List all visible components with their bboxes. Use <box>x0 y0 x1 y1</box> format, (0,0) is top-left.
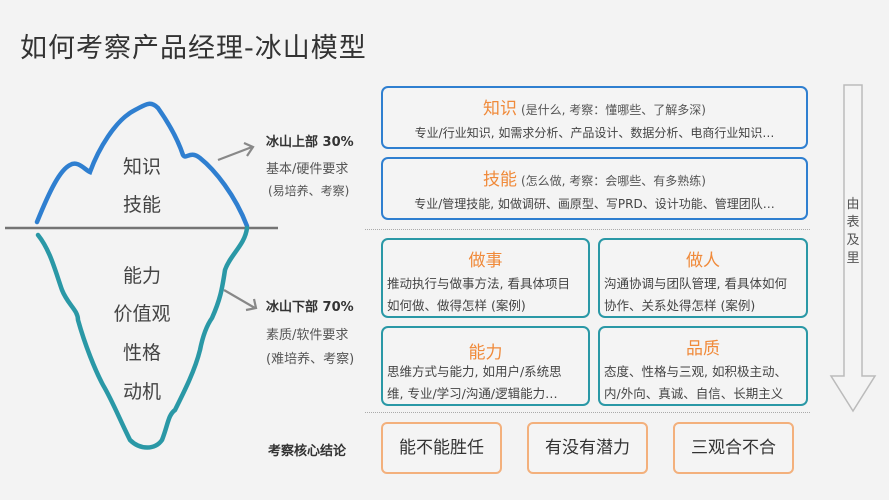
iceberg-item-motivation: 动机 <box>122 381 161 403</box>
ability-heading: 能力 <box>468 343 503 363</box>
knowledge-box: 知识 (是什么, 考察：懂哪些、了解多深) 专业/行业知识, 如需求分析、产品设计… <box>381 86 808 149</box>
doing-things-line1: 推动执行与做事方法, 看具体项目 <box>387 276 570 291</box>
top-label-line2: (易培养、考察) <box>268 184 350 198</box>
iceberg-below-outline <box>35 225 250 450</box>
skill-desc: 专业/管理技能, 如做调研、画原型、写PRD、设计功能、管理团队… <box>414 197 775 211</box>
top-label-heading: 冰山上部 30% <box>266 135 354 150</box>
quality-heading: 品质 <box>686 339 720 359</box>
iceberg-item-ability: 能力 <box>122 265 161 287</box>
quality-line1: 态度、性格与三观, 如积极主动、 <box>604 364 787 379</box>
knowledge-subtitle: (是什么, 考察：懂哪些、了解多深) <box>521 103 706 117</box>
quality-box: 品质 态度、性格与三观, 如积极主动、 内/外向、真诚、自信、长期主义 <box>598 326 808 406</box>
knowledge-heading: 知识 <box>483 99 517 119</box>
conclusion-values: 三观合不合 <box>673 422 794 474</box>
divider-lower <box>365 412 810 413</box>
down-arrow-icon <box>829 84 877 413</box>
iceberg-item-skill: 技能 <box>122 194 161 216</box>
being-person-line1: 沟通协调与团队管理, 看具体如何 <box>604 276 787 291</box>
being-person-line2: 协作、关系处得怎样 (案例) <box>604 298 756 313</box>
being-person-box: 做人 沟通协调与团队管理, 看具体如何 协作、关系处得怎样 (案例) <box>598 238 808 318</box>
arrow-down-label <box>223 289 258 312</box>
doing-things-line2: 如何做、做得怎样 (案例) <box>387 298 526 313</box>
iceberg-item-knowledge: 知识 <box>122 156 161 178</box>
ability-line2: 维, 专业/学习/沟通/逻辑能力… <box>387 386 558 401</box>
conclusion-potential: 有没有潜力 <box>527 422 648 474</box>
ability-box: 能力 思维方式与能力, 如用户/系统思 维, 专业/学习/沟通/逻辑能力… <box>381 326 590 406</box>
iceberg-illustration <box>5 101 278 450</box>
iceberg-above-outline <box>34 101 250 229</box>
knowledge-desc: 专业/行业知识, 如需求分析、产品设计、数据分析、电商行业知识… <box>414 126 775 140</box>
iceberg-item-values: 价值观 <box>113 303 171 325</box>
top-label-line1: 基本/硬件要求 <box>266 162 349 177</box>
skill-box: 技能 (怎么做, 考察：会哪些、有多熟练) 专业/管理技能, 如做调研、画原型、写… <box>381 157 808 220</box>
divider-upper <box>365 229 810 230</box>
conclusion-label: 考察核心结论 <box>268 444 347 459</box>
conclusion-competent: 能不能胜任 <box>381 422 502 474</box>
page-title: 如何考察产品经理-冰山模型 <box>20 33 367 64</box>
skill-heading: 技能 <box>483 170 517 190</box>
bottom-label-heading: 冰山下部 70% <box>266 300 354 315</box>
quality-line2: 内/外向、真诚、自信、长期主义 <box>604 386 784 401</box>
doing-things-box: 做事 推动执行与做事方法, 看具体项目 如何做、做得怎样 (案例) <box>381 238 590 318</box>
bottom-label-line1: 素质/软件要求 <box>266 328 349 343</box>
iceberg-item-personality: 性格 <box>122 342 161 364</box>
bottom-label-line2: (难培养、考察) <box>266 352 355 367</box>
arrow-up-label <box>217 141 255 162</box>
doing-things-heading: 做事 <box>468 251 503 271</box>
being-person-heading: 做人 <box>686 251 720 271</box>
skill-subtitle: (怎么做, 考察：会哪些、有多熟练) <box>521 174 706 188</box>
ability-line1: 思维方式与能力, 如用户/系统思 <box>387 364 562 379</box>
side-arrow-text: 由表及里 <box>846 197 860 266</box>
